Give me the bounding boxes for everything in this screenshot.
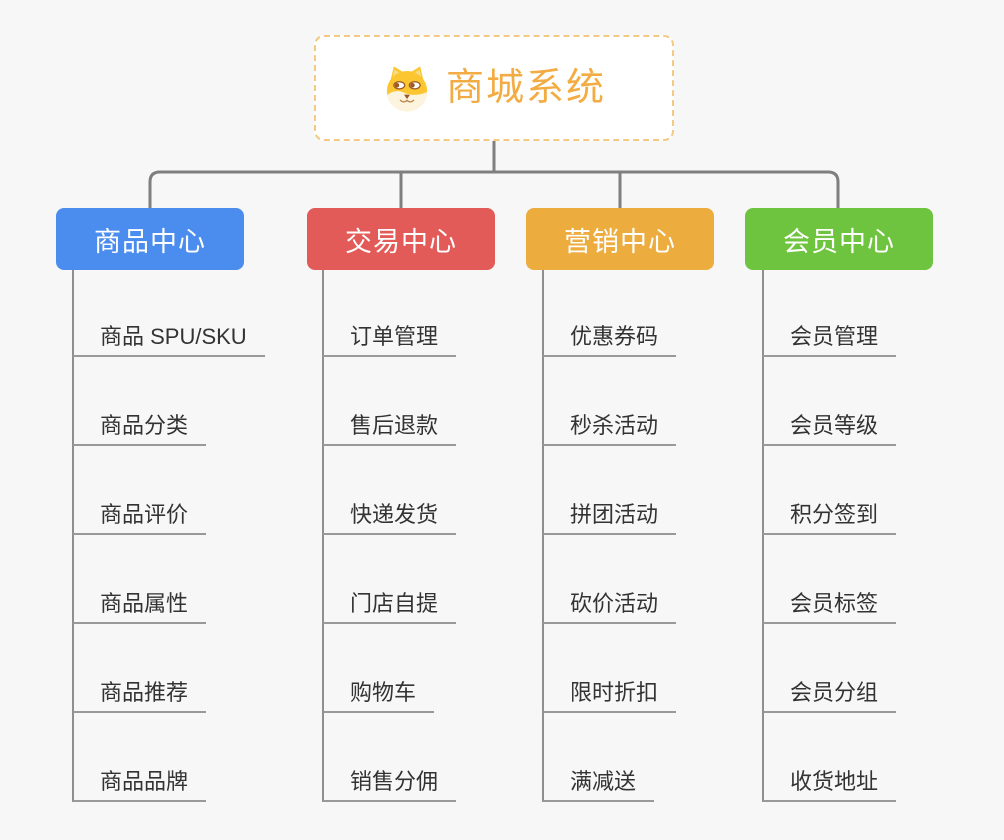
sub-topic[interactable]: 商品分类	[73, 402, 207, 446]
branch-header-member-center[interactable]: 会员中心	[745, 208, 933, 270]
branch-header-marketing-center[interactable]: 营销中心	[526, 208, 714, 270]
sub-topic[interactable]: 满减送	[543, 758, 655, 802]
sub-topic[interactable]: 优惠券码	[543, 313, 677, 357]
branch-spine-line	[72, 270, 74, 802]
sub-topic[interactable]: 砍价活动	[543, 580, 677, 624]
branch-spine-line	[322, 270, 324, 802]
sub-topic[interactable]: 收货地址	[763, 758, 897, 802]
branch-header-product-center[interactable]: 商品中心	[56, 208, 244, 270]
sub-topic[interactable]: 销售分佣	[323, 758, 457, 802]
sub-topic[interactable]: 快递发货	[323, 491, 457, 535]
sub-topic[interactable]: 商品品牌	[73, 758, 207, 802]
sub-topic[interactable]: 订单管理	[323, 313, 457, 357]
dog-face-icon	[386, 66, 428, 112]
sub-topic[interactable]: 商品属性	[73, 580, 207, 624]
branch-spine-line	[542, 270, 544, 802]
root-node[interactable]: 商城系统	[314, 35, 674, 141]
sub-topic[interactable]: 会员分组	[763, 669, 897, 713]
sub-topic[interactable]: 门店自提	[323, 580, 457, 624]
root-title: 商城系统	[445, 67, 606, 109]
sub-topic[interactable]: 购物车	[323, 669, 435, 713]
sub-topic[interactable]: 会员等级	[763, 402, 897, 446]
sub-topic[interactable]: 售后退款	[323, 402, 457, 446]
branch-header-trade-center[interactable]: 交易中心	[307, 208, 495, 270]
sub-topic[interactable]: 限时折扣	[543, 669, 677, 713]
sub-topic[interactable]: 会员管理	[763, 313, 897, 357]
branch-spine-line	[762, 270, 764, 802]
sub-topic[interactable]: 会员标签	[763, 580, 897, 624]
sub-topic[interactable]: 秒杀活动	[543, 402, 677, 446]
sub-topic[interactable]: 拼团活动	[543, 491, 677, 535]
sub-topic[interactable]: 积分签到	[763, 491, 897, 535]
sub-topic[interactable]: 商品 SPU/SKU	[73, 313, 265, 357]
sub-topic[interactable]: 商品评价	[73, 491, 207, 535]
sub-topic[interactable]: 商品推荐	[73, 669, 207, 713]
